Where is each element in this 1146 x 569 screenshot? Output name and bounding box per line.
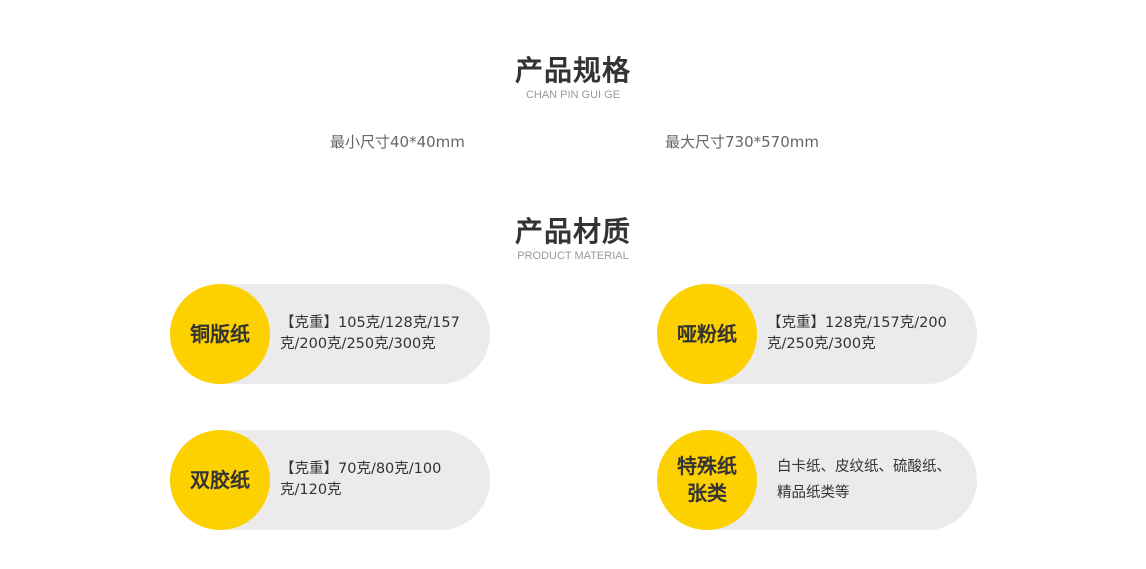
material-badge: 特殊纸张类 <box>657 430 757 530</box>
spec-subtitle: CHAN PIN GUI GE <box>525 89 621 101</box>
material-card-special: 特殊纸张类 白卡纸、皮纹纸、硫酸纸、精品纸类等 <box>657 430 977 530</box>
material-name: 哑粉纸 <box>677 321 737 346</box>
material-card-matte: 哑粉纸 【克重】128克/157克/200克/250克/300克 <box>657 284 977 384</box>
max-size: 最大尺寸730*570mm <box>665 133 819 151</box>
material-desc: 【克重】128克/157克/200克/250克/300克 <box>767 315 947 352</box>
material-name: 特殊纸张类 <box>677 454 737 505</box>
material-badge: 铜版纸 <box>170 284 270 384</box>
material-desc: 白卡纸、皮纹纸、硫酸纸、精品纸类等 <box>777 459 951 501</box>
material-subtitle: PRODUCT MATERIAL <box>517 250 629 262</box>
spec-title: 产品规格 <box>514 54 631 87</box>
material-name: 双胶纸 <box>190 467 250 492</box>
material-desc: 【克重】105克/128克/157克/200克/250克/300克 <box>280 315 460 352</box>
min-size: 最小尺寸40*40mm <box>330 133 465 151</box>
material-badge: 哑粉纸 <box>657 284 757 384</box>
material-title: 产品材质 <box>514 215 631 248</box>
material-name: 铜版纸 <box>190 321 250 346</box>
material-badge: 双胶纸 <box>170 430 270 530</box>
material-card-coated: 铜版纸 【克重】105克/128克/157克/200克/250克/300克 <box>170 284 490 384</box>
material-card-offset: 双胶纸 【克重】70克/80克/100克/120克 <box>170 430 490 530</box>
material-desc: 【克重】70克/80克/100克/120克 <box>280 461 442 498</box>
